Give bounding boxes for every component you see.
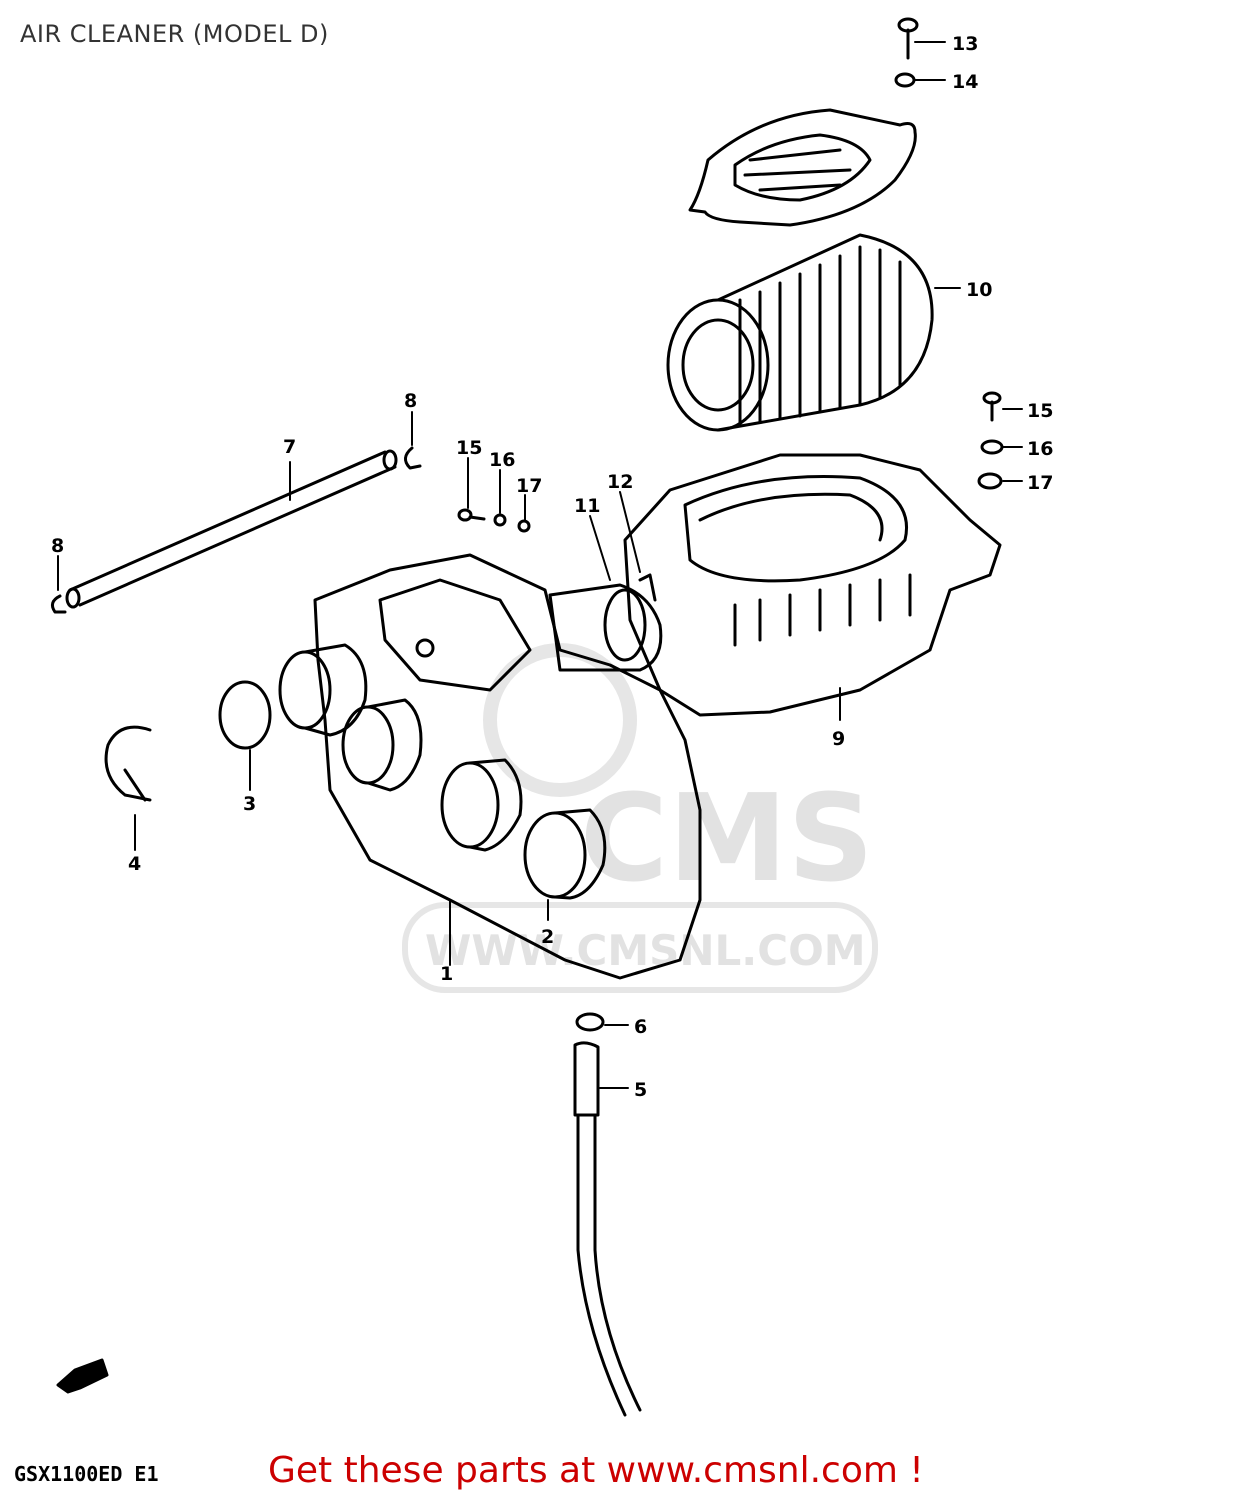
callout-14: 14 — [952, 71, 978, 93]
callout-16-left: 16 — [489, 449, 515, 471]
callout-numbers: 1 2 3 4 5 6 7 8 8 9 10 11 12 13 14 15 15… — [51, 33, 1053, 1101]
callout-4: 4 — [128, 853, 141, 875]
callout-8-right: 8 — [404, 390, 417, 412]
part-4-clamp — [104, 725, 152, 802]
callout-7: 7 — [283, 436, 296, 458]
part-16-washer-right — [980, 439, 1004, 455]
model-code: GSX1100ED E1 — [14, 1462, 159, 1486]
intake-chamber — [313, 553, 702, 980]
part-17-washer-right — [977, 472, 1003, 490]
callout-17-left: 17 — [516, 475, 542, 497]
part-15-screw-right — [982, 391, 1002, 422]
part-5-drain-hose — [573, 1041, 642, 1417]
intake-boot-2 — [341, 698, 423, 792]
callout-9: 9 — [832, 728, 845, 750]
part-13-screw — [897, 17, 919, 60]
callout-8-left: 8 — [51, 535, 64, 557]
part-15-screw-left — [457, 508, 486, 522]
part-8-clip-left — [50, 594, 67, 614]
air-cleaner-cover — [688, 108, 917, 227]
air-cleaner-case — [623, 453, 1002, 717]
part-14-washer — [894, 72, 916, 88]
callout-17-right: 17 — [1027, 472, 1053, 494]
callout-5: 5 — [634, 1079, 647, 1101]
intake-boot-3 — [440, 758, 523, 852]
callout-6: 6 — [634, 1016, 647, 1038]
callout-15-left: 15 — [456, 437, 482, 459]
callout-10: 10 — [966, 279, 992, 301]
part-16-washer-left — [493, 513, 507, 527]
air-filter-element — [666, 233, 934, 432]
intake-boot-1 — [278, 643, 368, 737]
callout-15-right: 15 — [1027, 400, 1053, 422]
front-arrow-icon — [56, 1358, 109, 1394]
part-6-clip — [575, 1012, 605, 1032]
callout-2: 2 — [541, 926, 554, 948]
callout-16-right: 16 — [1027, 438, 1053, 460]
watermark-logo: CMS — [580, 770, 874, 909]
footer-parts-link[interactable]: Get these parts at www.cmsnl.com ! — [268, 1450, 924, 1491]
connecting-duct — [548, 573, 663, 672]
intake-boot-4 — [523, 808, 607, 900]
callout-3: 3 — [243, 793, 256, 815]
part-7-pipe — [65, 449, 398, 609]
part-8-clip-right — [404, 446, 422, 470]
watermark-url: WWW.CMSNL.COM — [425, 926, 866, 975]
callout-12: 12 — [607, 471, 633, 493]
cms-watermark: CMS WWW.CMSNL.COM — [402, 643, 878, 993]
part-3-band — [218, 680, 272, 750]
part-17-washer-left — [517, 519, 531, 533]
callout-13: 13 — [952, 33, 978, 55]
callout-1: 1 — [440, 963, 453, 985]
page-title: AIR CLEANER (MODEL D) — [20, 20, 329, 48]
leader-lines — [57, 41, 1023, 1089]
callout-11: 11 — [574, 495, 600, 517]
